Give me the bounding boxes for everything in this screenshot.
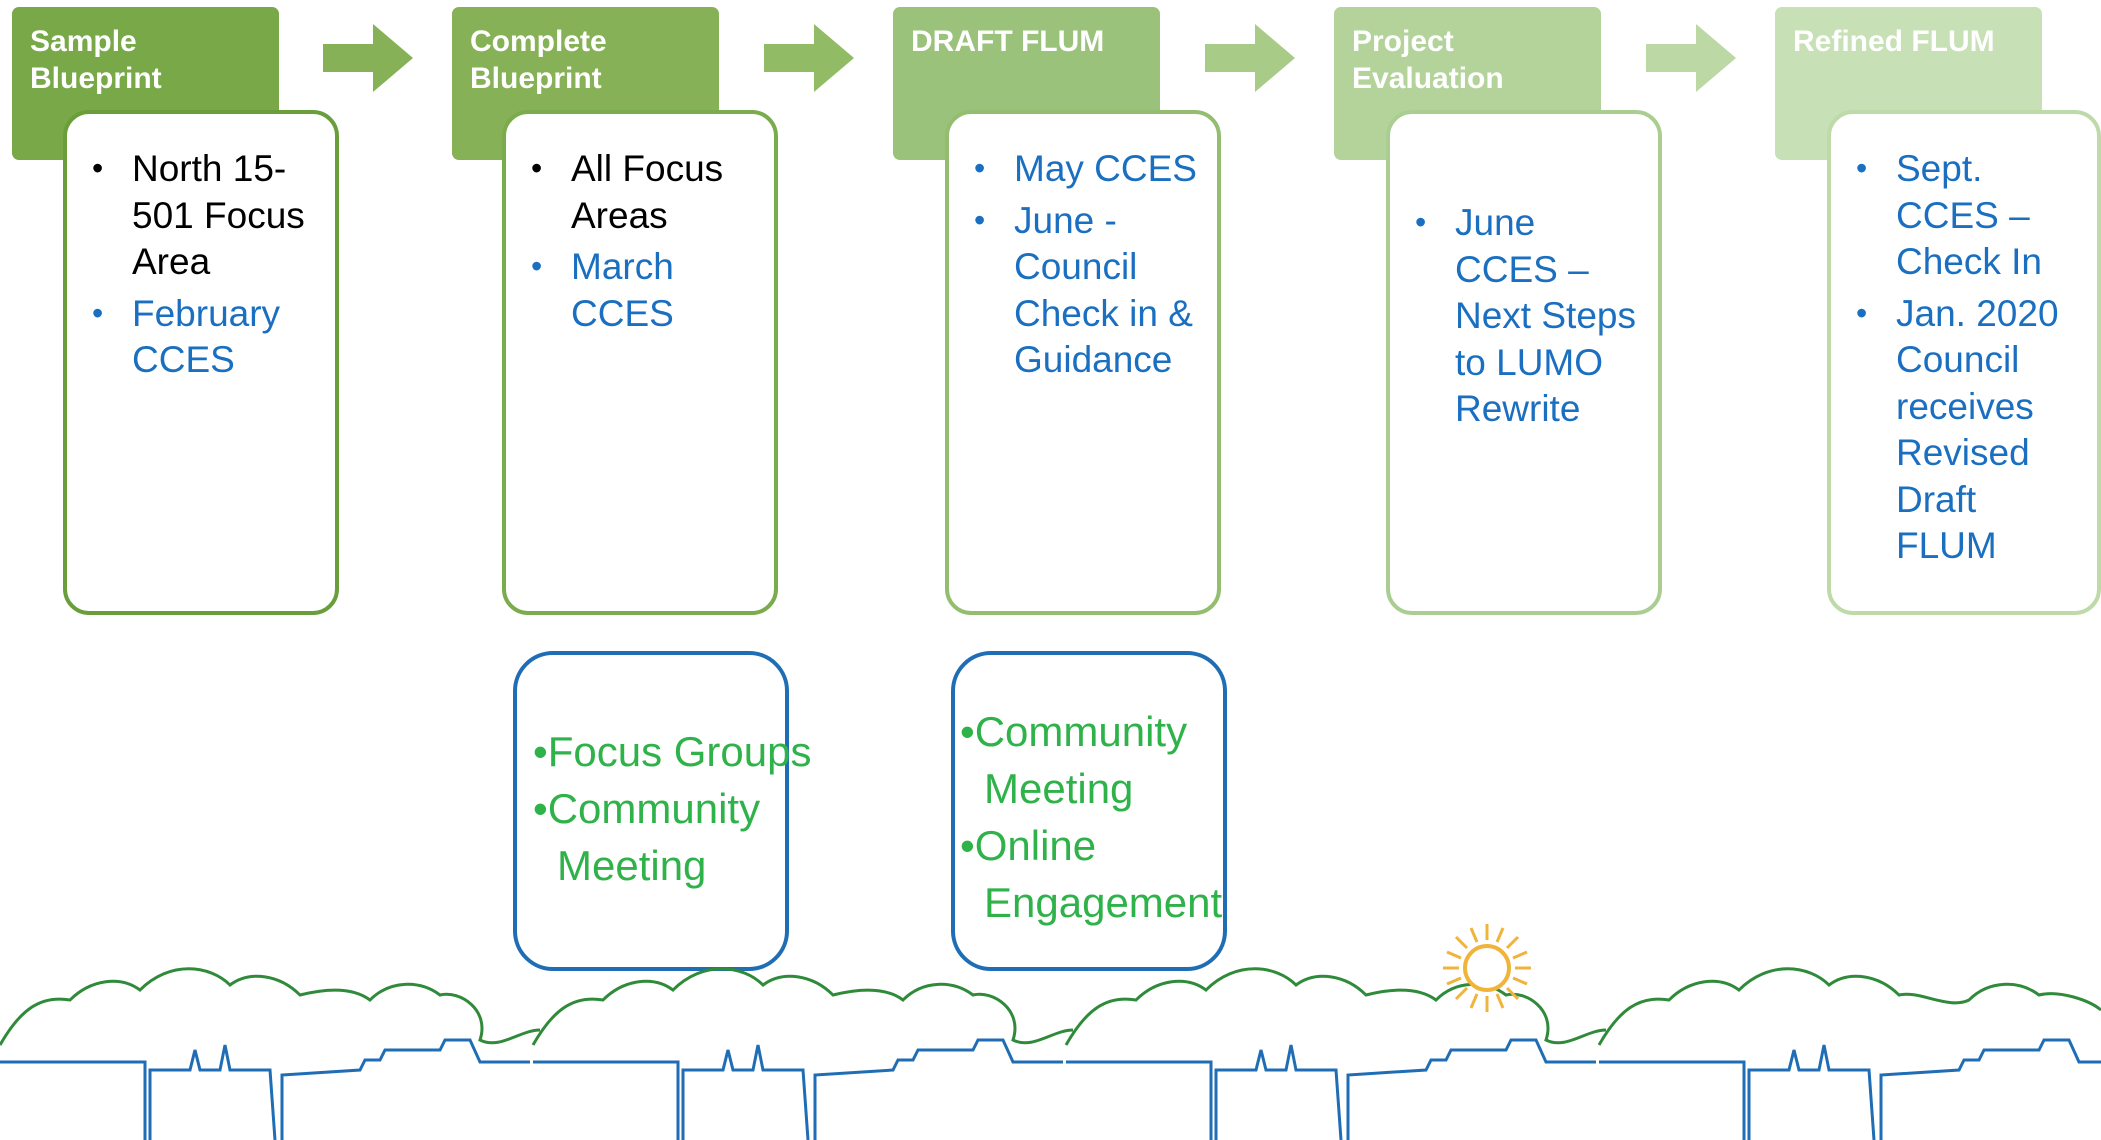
bullet-icon: • [974, 201, 986, 238]
stage-item: •North 15-501 Focus Area [87, 146, 323, 286]
bullet-icon: • [1856, 150, 1868, 186]
bullet-icon: • [960, 708, 975, 755]
arrow-right-icon [323, 24, 413, 92]
stage-title: Sample Blueprint [30, 25, 162, 95]
stage-title: Refined FLUM [1793, 25, 1995, 58]
stage-item: •March CCES [526, 244, 762, 337]
bullet-icon: • [533, 785, 548, 832]
stage-item: •All Focus Areas [526, 146, 762, 239]
arrow-right-icon [764, 24, 854, 92]
stage-item: •June CCES – Next Steps to LUMO Rewrite [1410, 200, 1646, 433]
stage-item: •Jan. 2020 Council receives Revised Draf… [1851, 291, 2085, 570]
engagement-item: •Community [533, 785, 761, 832]
building-line [1599, 1038, 2101, 1140]
stage-card-sample-blueprint: •North 15-501 Focus Area •February CCES [63, 110, 339, 615]
building-line [0, 1038, 530, 1140]
engagement-item-continuation: Meeting [557, 842, 707, 889]
arrow-right-icon [1646, 24, 1736, 92]
stage-header-draft-flum: DRAFT FLUM [893, 7, 1160, 160]
stage-card-draft-flum: •May CCES •June - Council Check in & Gui… [945, 110, 1221, 615]
tree-line [0, 967, 541, 1046]
stage-card-complete-blueprint: •All Focus Areas •March CCES [502, 110, 778, 615]
tree-line [1597, 967, 2101, 1046]
stage-card-refined-flum: •Sept. CCES – Check In •Jan. 2020 Counci… [1827, 110, 2101, 615]
arrow-right-icon [1205, 24, 1295, 92]
sun-icon [1443, 924, 1531, 1012]
building-line [1066, 1038, 1596, 1140]
bullet-icon: • [1415, 204, 1427, 240]
stage-item: •Sept. CCES – Check In [1851, 146, 2085, 286]
stage-item: •February CCES [87, 291, 323, 384]
engagement-item: •Focus Groups [533, 728, 812, 775]
stage-title: Project Evaluation [1352, 25, 1504, 95]
stage-title: DRAFT FLUM [911, 25, 1105, 58]
bullet-icon: • [1856, 294, 1868, 331]
tree-line [531, 967, 1074, 1046]
bullet-icon: • [533, 728, 548, 775]
stage-item: •June - Council Check in & Guidance [969, 198, 1205, 384]
bullet-icon: • [960, 822, 975, 869]
stage-item: •May CCES [969, 146, 1205, 193]
engagement-item: •Community [960, 708, 1188, 755]
stage-card-project-evaluation: •June CCES – Next Steps to LUMO Rewrite [1386, 110, 1662, 615]
bullet-icon: • [531, 150, 543, 186]
tree-line [1064, 967, 1607, 1046]
bullet-icon: • [531, 248, 543, 284]
building-line [533, 1038, 1063, 1140]
town-skyline-illustration [0, 924, 2101, 1140]
engagement-item: •Online [960, 822, 1097, 869]
engagement-item-continuation: Engagement [984, 879, 1223, 926]
bullet-icon: • [92, 294, 104, 331]
bullet-icon: • [974, 150, 986, 186]
engagement-item-continuation: Meeting [984, 765, 1134, 812]
bullet-icon: • [92, 150, 104, 186]
stage-title: Complete Blueprint [470, 25, 607, 95]
